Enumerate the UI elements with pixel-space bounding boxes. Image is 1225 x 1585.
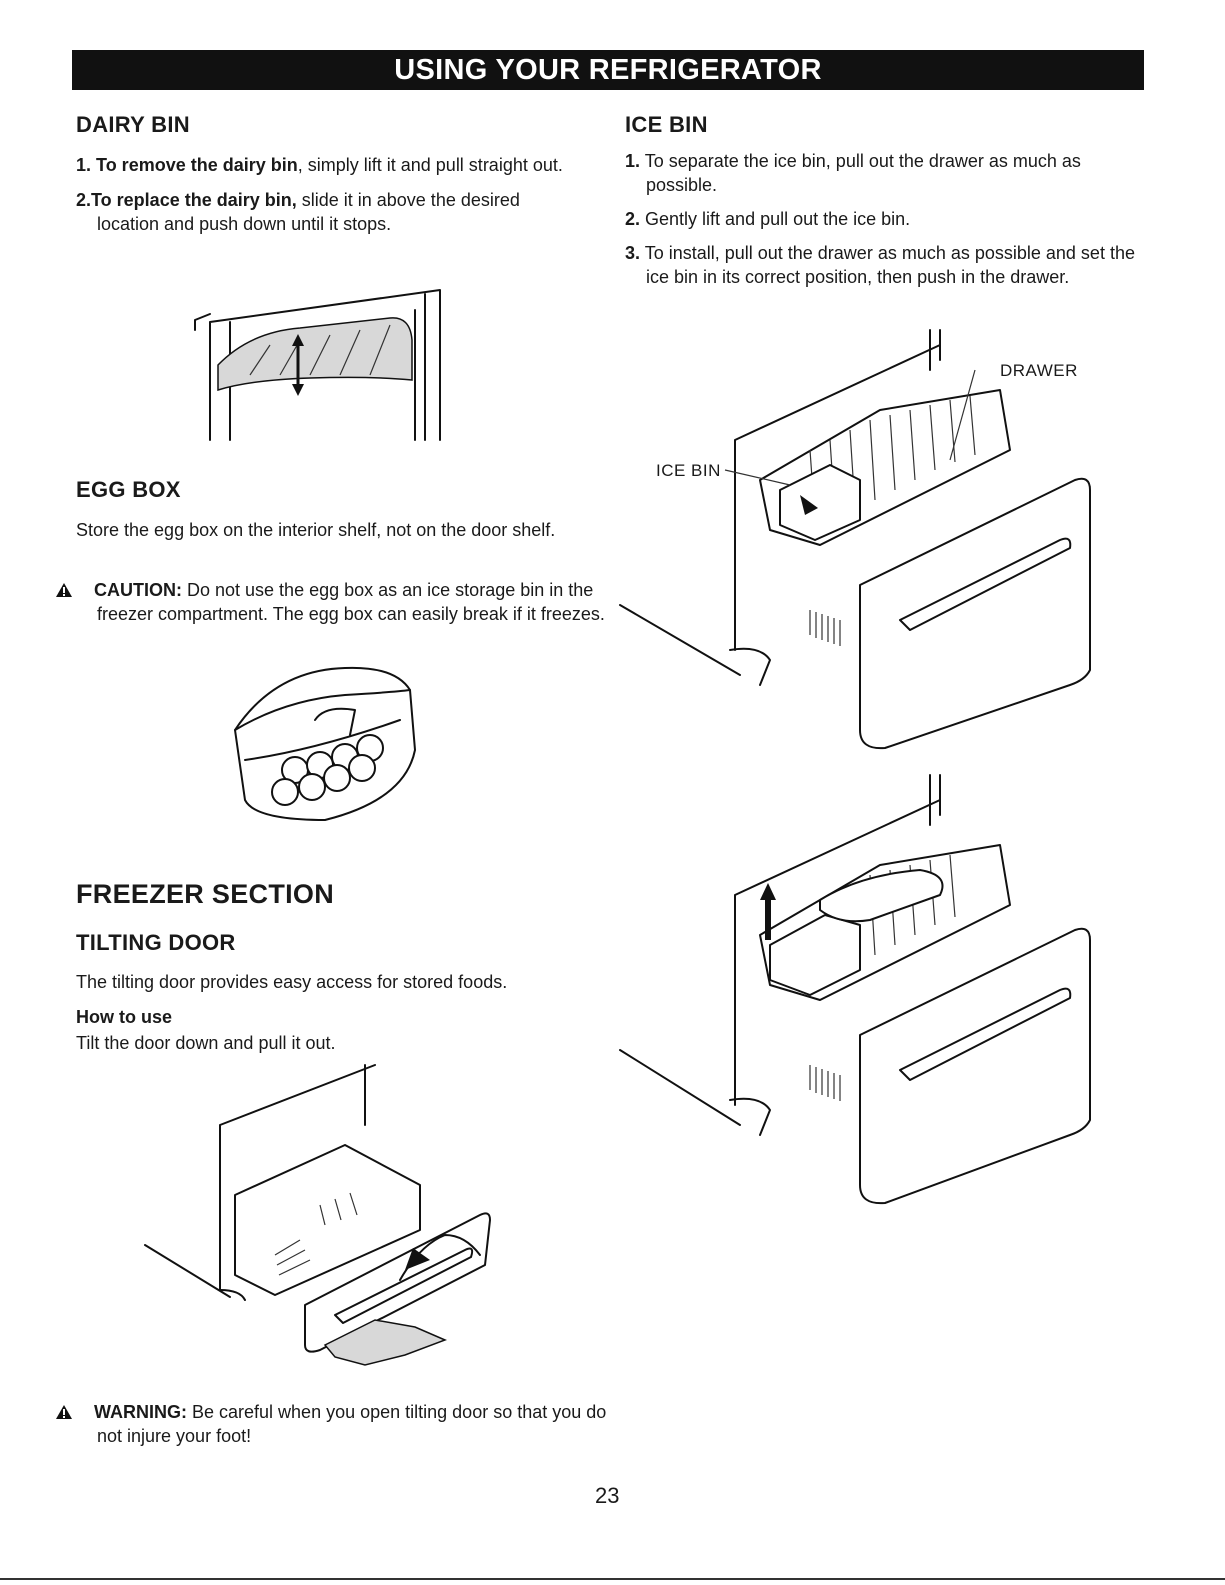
egg-box-text: Store the egg box on the interior shelf,… — [76, 520, 556, 540]
step-text: To install, pull out the drawer as much … — [640, 243, 1135, 287]
step-bold-text: To replace the dairy bin, — [91, 190, 297, 210]
ice-bin-removal-illustration — [619, 774, 1091, 1205]
egg-box-illustration — [234, 666, 416, 821]
warning-text: Be careful when you open tilting door so… — [97, 1402, 607, 1446]
caution-label: CAUTION: — [94, 580, 182, 600]
tilting-door-heading: TILTING DOOR — [76, 930, 236, 955]
egg-box-heading: EGG BOX — [76, 477, 181, 502]
drawer-label: DRAWER — [1000, 361, 1078, 380]
how-to-use-heading: How to use — [76, 1007, 173, 1027]
step-text: , simply lift it and pull straight out. — [297, 155, 563, 175]
warning-triangle-icon — [56, 578, 94, 602]
dairy-bin-illustration — [194, 289, 441, 441]
warning-triangle-icon — [56, 1400, 94, 1424]
ice-bin-drawer-illustration — [619, 329, 1091, 750]
dairy-bin-heading: DAIRY BIN — [76, 112, 190, 137]
dairy-bin-step-1: 1. To remove the dairy bin, simply lift … — [76, 153, 586, 177]
ice-bin-steps: 1. To separate the ice bin, pull out the… — [625, 149, 1145, 289]
ice-bin-label: ICE BIN — [656, 461, 721, 480]
step-number: 3. — [625, 243, 641, 263]
step-number: 2. — [625, 209, 641, 229]
step-text: Gently lift and pull out the ice bin. — [640, 209, 911, 229]
dairy-bin-step-2: 2.To replace the dairy bin, slide it in … — [76, 188, 586, 236]
page-header-banner: USING YOUR REFRIGERATOR — [72, 50, 1144, 90]
step-text: slide it in above the desired location a… — [97, 190, 520, 234]
step-text: To separate the ice bin, pull out the dr… — [640, 151, 1081, 195]
ice-bin-heading: ICE BIN — [625, 112, 708, 137]
ice-bin-step-1: 1. To separate the ice bin, pull out the… — [625, 149, 1145, 197]
page-number: 23 — [595, 1483, 620, 1508]
step-number: 1. — [625, 151, 641, 171]
step-bold-text: To remove the dairy bin — [96, 155, 298, 175]
step-number: 2. — [76, 190, 92, 210]
caution-text: Do not use the egg box as an ice storage… — [97, 580, 605, 624]
egg-box-caution: CAUTION: Do not use the egg box as an ic… — [56, 578, 612, 626]
freezer-section-heading: FREEZER SECTION — [76, 879, 335, 909]
page-bottom-rule — [0, 1578, 1225, 1580]
step-number: 1. — [76, 155, 92, 175]
page-header-title: USING YOUR REFRIGERATOR — [394, 54, 822, 86]
ice-bin-step-2: 2. Gently lift and pull out the ice bin. — [625, 207, 1145, 231]
tilting-door-text: The tilting door provides easy access fo… — [76, 972, 508, 992]
how-to-use-text: Tilt the door down and pull it out. — [76, 1033, 336, 1053]
warning-label: WARNING: — [94, 1402, 187, 1422]
dairy-bin-steps: 1. To remove the dairy bin, simply lift … — [76, 153, 586, 236]
tilting-door-illustration — [144, 1064, 491, 1366]
tilting-door-warning: WARNING: Be careful when you open tiltin… — [56, 1400, 612, 1448]
ice-bin-step-3: 3. To install, pull out the drawer as mu… — [625, 241, 1145, 289]
